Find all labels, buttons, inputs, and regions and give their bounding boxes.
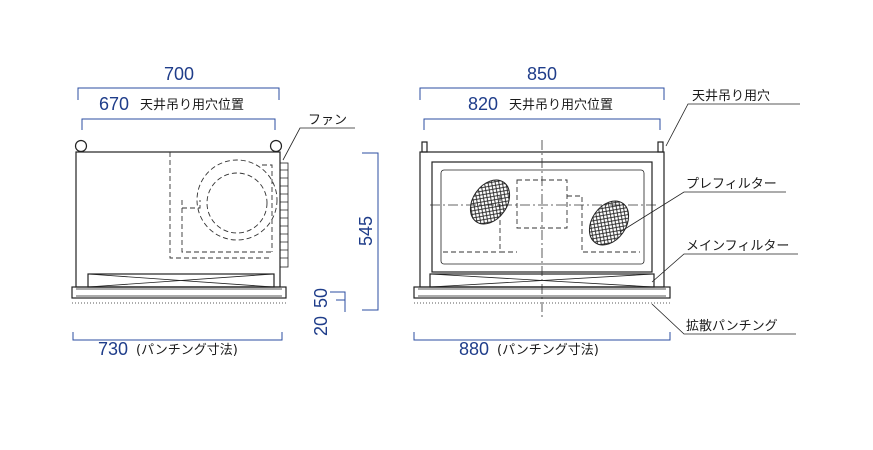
left-body <box>75 151 281 288</box>
right-hanging-tab-right <box>657 141 664 153</box>
left-hanging-hole-right <box>269 139 283 153</box>
left-dim-730-label: (パンチング寸法) <box>136 343 238 358</box>
left-fan-hidden <box>169 152 278 259</box>
right-base-plate <box>413 286 671 299</box>
left-dim-700: 700 <box>77 64 280 100</box>
pre-filter-left <box>469 179 511 225</box>
callouts: 天井吊り用穴 プレフィルター メインフィルター 拡散パンチング <box>619 89 800 335</box>
left-dim-50-text: 50 <box>311 288 331 308</box>
right-dim-820: 820 天井吊り用穴位置 <box>423 94 661 130</box>
right-dim-880-label: (パンチング寸法) <box>497 343 599 358</box>
right-dim-850: 850 <box>419 64 665 100</box>
right-dim-850-text: 850 <box>527 64 557 84</box>
right-dim-820-text: 820 <box>468 94 498 114</box>
left-dim-730-text: 730 <box>98 339 128 359</box>
callout-hanging-hole: 天井吊り用穴 <box>692 89 770 104</box>
left-fan-label: ファン <box>308 113 347 128</box>
left-dim-20-text: 20 <box>311 316 331 336</box>
left-dim-670-text: 670 <box>99 94 129 114</box>
left-dim-545-text: 545 <box>356 216 376 246</box>
left-base-plate <box>71 286 287 299</box>
left-hanging-hole-left <box>74 139 88 153</box>
callout-diffuser-punching: 拡散パンチング <box>686 319 778 334</box>
left-dim-base: 20 50 <box>311 288 346 336</box>
pre-filter-right <box>588 200 630 246</box>
right-dim-820-label: 天井吊り用穴位置 <box>509 98 613 113</box>
right-view: 850 820 天井吊り用穴位置 <box>413 64 671 359</box>
left-dim-670-label: 天井吊り用穴位置 <box>140 98 244 113</box>
right-dim-880-text: 880 <box>459 339 489 359</box>
callout-pre-filter: プレフィルター <box>686 177 777 192</box>
right-dim-880: 880 (パンチング寸法) <box>413 332 671 359</box>
left-dim-670: 670 天井吊り用穴位置 <box>81 94 276 130</box>
left-dim-700-text: 700 <box>164 64 194 84</box>
callout-main-filter: メインフィルター <box>686 239 789 254</box>
left-dim-545: 545 <box>356 152 379 311</box>
left-dim-730: 730 (パンチング寸法) <box>72 332 283 359</box>
left-view: 700 670 天井吊り用穴位置 <box>71 64 379 359</box>
left-side-grille <box>279 162 289 268</box>
right-hanging-tab-left <box>421 141 428 153</box>
